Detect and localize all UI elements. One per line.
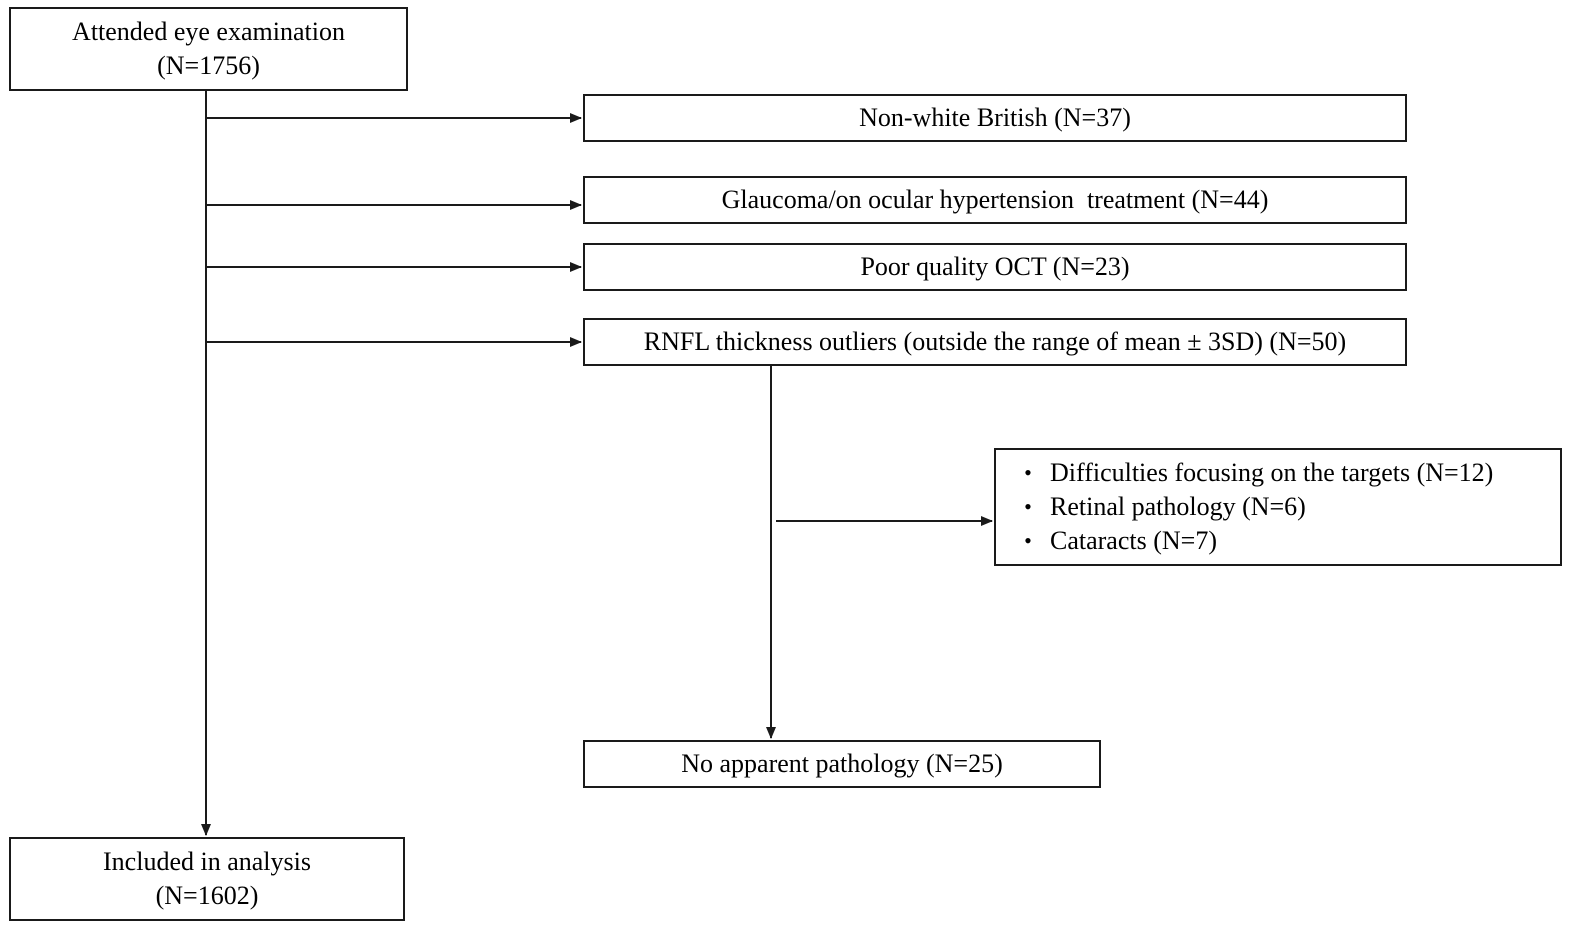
exclusion-box-non-white-british: Non-white British (N=37) [583, 94, 1407, 142]
bullet-icon: • [1024, 494, 1032, 519]
list-item: • Cataracts (N=7) [1006, 524, 1493, 558]
outlier-reasons-box: • Difficulties focusing on the targets (… [994, 448, 1562, 566]
exclusion-box-poor-quality-oct: Poor quality OCT (N=23) [583, 243, 1407, 291]
included-label: Included in analysis [103, 847, 311, 876]
list-item: • Difficulties focusing on the targets (… [1006, 456, 1493, 490]
exclusion-label: RNFL thickness outliers (outside the ran… [643, 327, 1347, 356]
list-item: • Retinal pathology (N=6) [1006, 490, 1493, 524]
exclusion-box-glaucoma: Glaucoma/on ocular hypertension treatmen… [583, 176, 1407, 224]
included-box: Included in analysis (N=1602) [9, 837, 405, 921]
exclusion-label: Non-white British (N=37) [859, 103, 1131, 132]
outlier-reasons-list: • Difficulties focusing on the targets (… [1006, 456, 1493, 558]
reason-label: Cataracts (N=7) [1050, 526, 1217, 555]
bullet-icon: • [1024, 528, 1032, 553]
reason-label: Retinal pathology (N=6) [1050, 492, 1306, 521]
start-count: (N=1756) [157, 51, 260, 80]
exclusion-label: Glaucoma/on ocular hypertension treatmen… [721, 185, 1269, 214]
no-pathology-box: No apparent pathology (N=25) [583, 740, 1101, 788]
no-pathology-label: No apparent pathology (N=25) [681, 749, 1003, 778]
bullet-icon: • [1024, 460, 1032, 485]
exclusion-box-rnfl-outliers: RNFL thickness outliers (outside the ran… [583, 318, 1407, 366]
start-label: Attended eye examination [72, 17, 345, 46]
start-box: Attended eye examination (N=1756) [9, 7, 408, 91]
included-count: (N=1602) [155, 881, 259, 910]
exclusion-label: Poor quality OCT (N=23) [860, 252, 1130, 281]
reason-label: Difficulties focusing on the targets (N=… [1050, 458, 1494, 487]
